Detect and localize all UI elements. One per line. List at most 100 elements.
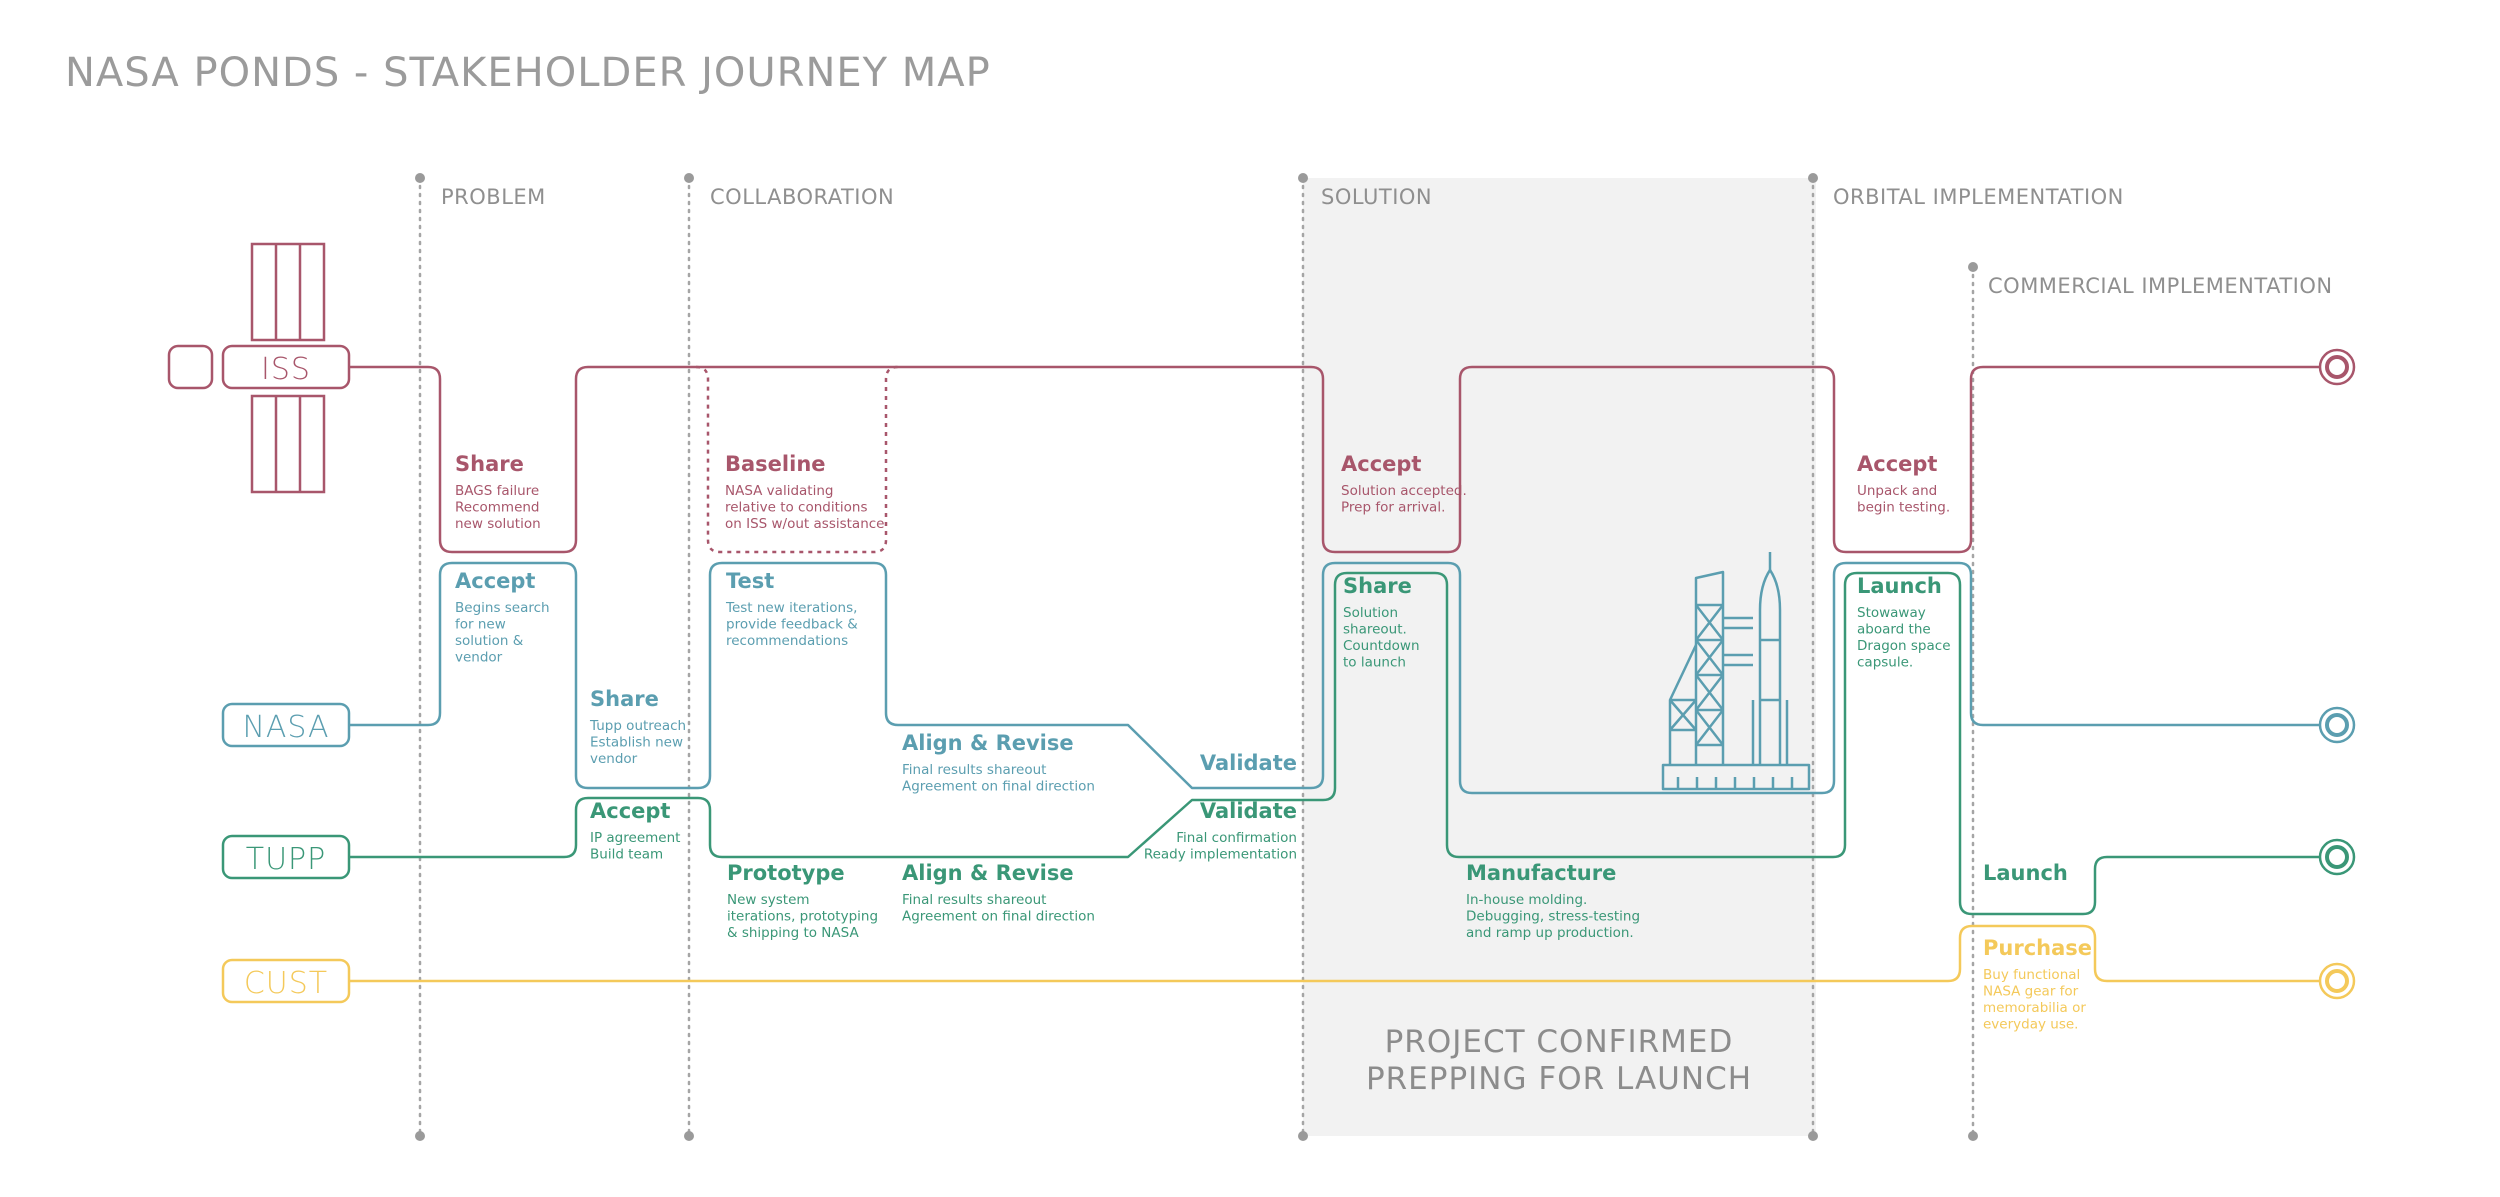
step-description-line: on ISS w/out assistance xyxy=(725,516,884,532)
step-title: Launch xyxy=(1857,574,1942,598)
step-description-line: Establish new xyxy=(590,735,683,751)
step-description-line: relative to conditions xyxy=(725,500,868,516)
step-description-line: iterations, prototyping xyxy=(727,909,878,925)
end-marker-cust xyxy=(2318,962,2356,1000)
rocket-launchpad-icon xyxy=(1661,552,1811,791)
step-description-line: Dragon space xyxy=(1857,638,1951,654)
step-description-line: Recommend xyxy=(455,500,540,516)
step-title: Accept xyxy=(1341,452,1421,476)
step-description-line: NASA gear for xyxy=(1983,984,2079,1000)
step-title: Share xyxy=(1343,574,1412,598)
step-title: Validate xyxy=(1200,799,1297,823)
iss-journey-path xyxy=(349,365,2321,554)
step-description-line: Final results shareout xyxy=(902,892,1046,908)
step-description-line: everyday use. xyxy=(1983,1017,2078,1033)
cust-journey-path xyxy=(349,924,2321,983)
step-title: Share xyxy=(590,687,659,711)
step-description-line: Tupp outreach xyxy=(589,718,686,734)
step-description-line: memorabilia or xyxy=(1983,1000,2086,1016)
phase-label-solution: SOLUTION xyxy=(1321,185,1432,209)
step-title: Accept xyxy=(455,569,535,593)
step-description-line: Ready implementation xyxy=(1144,847,1297,863)
step-title: Prototype xyxy=(727,861,845,885)
banner-line-2: PREPPING FOR LAUNCH xyxy=(1366,1061,1752,1097)
step-description-line: Agreement on final direction xyxy=(902,909,1095,925)
step-description-line: Countdown xyxy=(1343,638,1420,654)
step-description-line: Debugging, stress-testing xyxy=(1466,909,1640,925)
step-title: Align & Revise xyxy=(902,861,1074,885)
step-description-line: Test new iterations, xyxy=(725,600,857,616)
step-title: Purchase xyxy=(1983,936,2092,960)
step-description-line: BAGS failure xyxy=(455,483,539,499)
step-description-line: shareout. xyxy=(1343,622,1407,638)
satellite-icon xyxy=(167,242,326,494)
step-description-line: new solution xyxy=(455,516,541,532)
step-description-line: solution & xyxy=(455,633,524,649)
phase-label-orbital: ORBITAL IMPLEMENTATION xyxy=(1833,185,2124,209)
step-title: Launch xyxy=(1983,861,2068,885)
svg-text:TUPP: TUPP xyxy=(246,842,326,877)
step-description-line: Final results shareout xyxy=(902,762,1046,778)
step-title: Accept xyxy=(1857,452,1937,476)
step-title: Accept xyxy=(590,799,670,823)
tupp-journey-path xyxy=(349,571,2321,916)
svg-text:ISS: ISS xyxy=(261,352,311,387)
step-description-line: for new xyxy=(455,617,506,633)
lane-nasa: NASA xyxy=(221,702,351,748)
step-description-line: vendor xyxy=(455,650,503,666)
phase-divider-dots xyxy=(415,173,1978,1141)
end-marker-tupp xyxy=(2318,838,2356,876)
banner-line-1: PROJECT CONFIRMED xyxy=(1385,1024,1734,1060)
end-marker-nasa xyxy=(2318,706,2356,744)
step-description-line: provide feedback & xyxy=(726,617,858,633)
step-title: Manufacture xyxy=(1466,861,1616,885)
step-description-line: Build team xyxy=(590,847,663,863)
svg-text:CUST: CUST xyxy=(244,966,328,1001)
step-description-line: Agreement on final direction xyxy=(902,779,1095,795)
lane-tupp: TUPP xyxy=(221,834,351,880)
phase-label-commercial: COMMERCIAL IMPLEMENTATION xyxy=(1988,274,2333,298)
step-description-line: and ramp up production. xyxy=(1466,925,1634,941)
step-description-line: to launch xyxy=(1343,655,1406,671)
step-description-line: recommendations xyxy=(726,633,848,649)
lane-iss: ISS xyxy=(221,344,351,390)
phase-label-problem: PROBLEM xyxy=(441,185,546,209)
step-description-line: Solution xyxy=(1343,605,1398,621)
step-title: Test xyxy=(726,569,774,593)
step-description-line: Stowaway xyxy=(1857,605,1926,621)
nasa-journey-path xyxy=(349,561,2321,795)
step-description-line: Unpack and xyxy=(1857,483,1937,499)
step-description-line: aboard the xyxy=(1857,622,1931,638)
step-title: Baseline xyxy=(725,452,826,476)
step-description-line: IP agreement xyxy=(590,830,680,846)
phase-dividers xyxy=(418,176,1975,1138)
step-description-line: Buy functional xyxy=(1983,967,2080,983)
page-title: NASA PONDS - STAKEHOLDER JOURNEY MAP xyxy=(65,50,991,96)
step-tupp-launch2: Launch xyxy=(1983,861,2068,885)
step-description-line: NASA validating xyxy=(725,483,833,499)
step-title: Validate xyxy=(1200,751,1297,775)
phase-label-collaboration: COLLABORATION xyxy=(710,185,894,209)
step-description-line: In-house molding. xyxy=(1466,892,1587,908)
end-marker-iss xyxy=(2318,348,2356,386)
step-description-line: capsule. xyxy=(1857,655,1913,671)
step-title: Align & Revise xyxy=(902,731,1074,755)
step-description-line: begin testing. xyxy=(1857,500,1950,516)
